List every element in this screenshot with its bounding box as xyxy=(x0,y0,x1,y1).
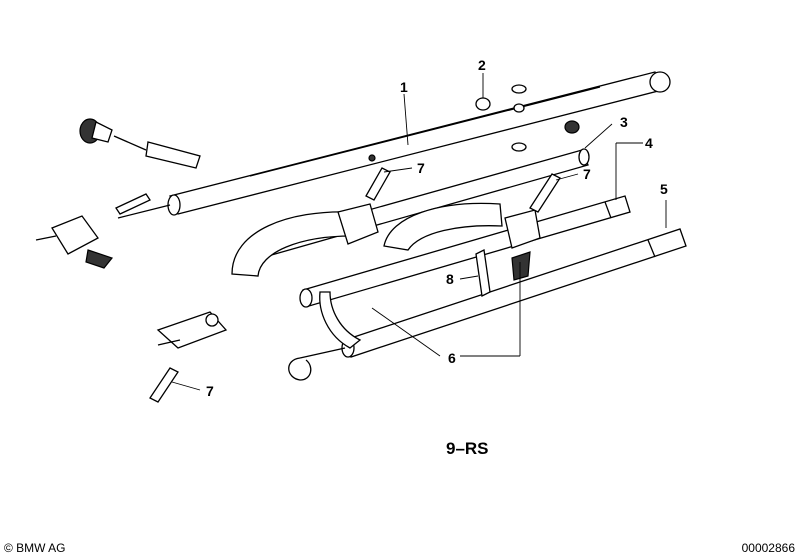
leader-lines xyxy=(171,73,667,391)
callout-8: 8 xyxy=(446,271,454,287)
roll-pin-8 xyxy=(475,249,491,297)
shift-fork-right xyxy=(383,202,541,281)
callout-4: 4 xyxy=(645,135,653,151)
callout-7-b: 7 xyxy=(583,166,591,182)
circlip xyxy=(288,357,312,381)
roll-pin-7-c xyxy=(149,367,179,403)
roll-pin-7-a xyxy=(365,167,391,201)
copyright-label: © BMW AG xyxy=(4,541,66,555)
spring-pin-small xyxy=(115,193,151,215)
selector-head-lower xyxy=(156,311,228,349)
roll-pin-7-b xyxy=(529,173,561,213)
diagram-code: 9–RS xyxy=(446,439,489,458)
selector-rod-5 xyxy=(299,228,687,359)
part-number-label: 00002866 xyxy=(741,541,795,555)
callout-5: 5 xyxy=(660,181,668,197)
callout-7-c: 7 xyxy=(206,383,214,399)
selector-head-upper xyxy=(35,215,114,269)
guide-parts-2 xyxy=(475,84,580,152)
callout-1: 1 xyxy=(400,79,408,95)
callout-6: 6 xyxy=(448,350,456,366)
callout-2: 2 xyxy=(478,57,486,73)
shift-fork-left xyxy=(231,203,379,349)
selector-rod-1 xyxy=(117,71,671,219)
callout-3: 3 xyxy=(620,114,628,130)
callout-7-a: 7 xyxy=(417,160,425,176)
detent-plunger xyxy=(79,118,201,169)
